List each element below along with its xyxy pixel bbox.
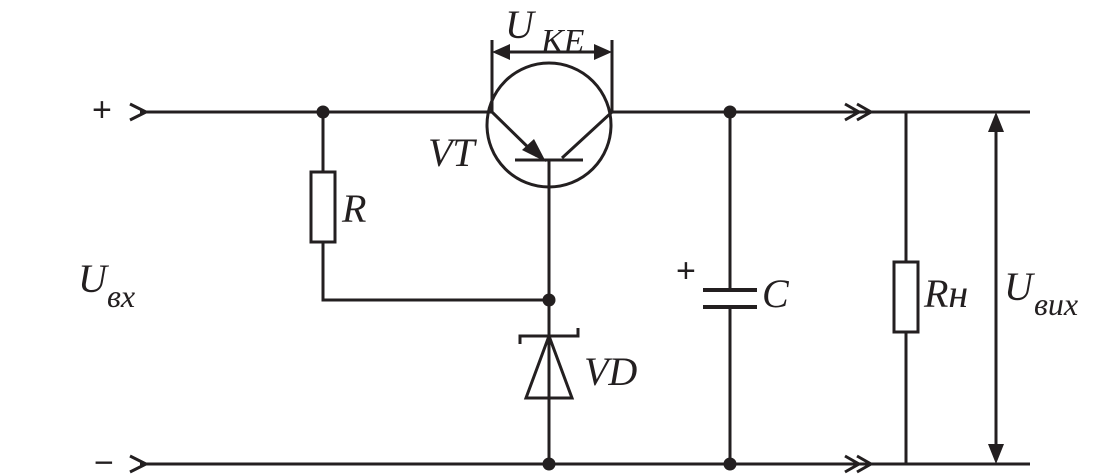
resistor-r	[309, 170, 337, 244]
uke-label: U	[505, 2, 537, 47]
arrowhead-down-icon	[988, 444, 1004, 464]
capacitor-plus-sign: +	[676, 252, 696, 290]
zener-diode-vd	[523, 331, 575, 400]
uke-subscript: KE	[540, 23, 585, 60]
input-plus-sign: +	[92, 91, 112, 129]
emitter-arrow-icon	[522, 139, 546, 162]
uout-label: U	[1004, 264, 1036, 309]
resistor-r-lead	[321, 242, 549, 302]
load-resistor-rn	[892, 260, 920, 334]
load-resistor-label: Rн	[923, 271, 968, 316]
arrowhead-up-icon	[988, 112, 1004, 132]
transistor-vt-label: VT	[428, 130, 477, 175]
zener-diode-bar	[518, 328, 580, 344]
junction-dot	[542, 293, 556, 307]
uin-label: U	[78, 256, 110, 301]
transistor-collector	[560, 110, 614, 160]
arrowhead-right-icon	[594, 44, 612, 60]
output-plus-terminal	[844, 102, 875, 122]
input-minus-sign: −	[94, 444, 114, 474]
capacitor-c-label: C	[762, 271, 790, 316]
uout-subscript: вих	[1034, 286, 1078, 322]
arrowhead-left-icon	[492, 44, 510, 60]
zener-diode-label: VD	[584, 349, 637, 394]
resistor-r-label: R	[341, 186, 366, 231]
uin-subscript: вх	[107, 278, 135, 314]
output-minus-terminal	[844, 454, 875, 474]
